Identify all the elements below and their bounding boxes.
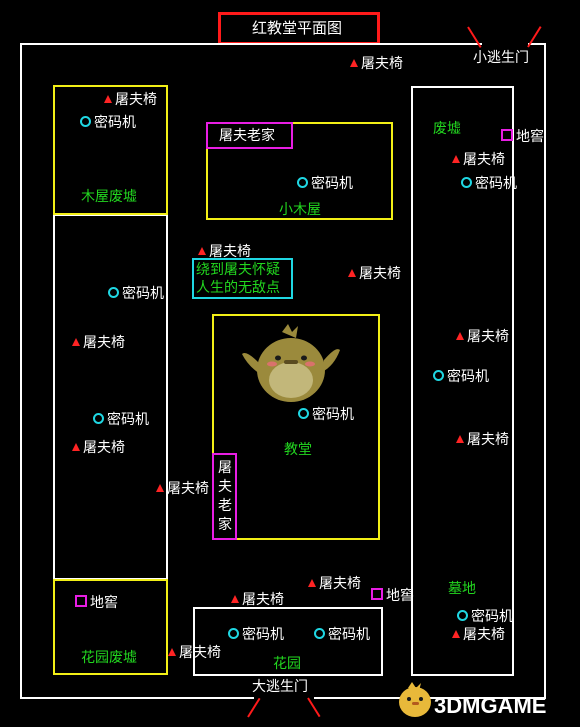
killer-home-char-4: 家 [218,517,232,533]
chair-marker: 屠夫椅 [348,266,401,282]
watermark-text: 3DMGAME [434,693,547,718]
cipher-marker: 密码机 [108,286,164,302]
cipher-marker: 密码机 [314,627,370,643]
chair-marker: 屠夫椅 [456,432,509,448]
killer-home-cabin-label: 屠夫老家 [219,128,275,144]
chair-marker: 屠夫椅 [72,440,125,456]
area-garden-ruins: 花园废墟 [81,650,137,666]
cellar-marker: 地窖 [371,588,414,604]
cipher-marker: 密码机 [433,369,489,385]
chair-icon [198,247,206,255]
mascot-chick-icon [242,324,340,402]
zone-church [212,314,380,540]
killer-home-cabin-box [206,122,293,149]
chair-icon [72,443,80,451]
chair-icon [104,95,112,103]
left-column-wall [53,214,168,580]
cipher-gear-icon [298,408,309,419]
killer-home-char-3: 老 [218,498,232,514]
cipher-gear-icon [228,628,239,639]
chair-icon [350,59,358,67]
small-exit-label: 小逃生门 [473,50,529,66]
chair-icon [156,484,164,492]
cellar-hatch-icon [371,588,383,600]
cipher-gear-icon [108,287,119,298]
killer-home-church-box [212,453,237,540]
cipher-gear-icon [314,628,325,639]
cipher-gear-icon [457,610,468,621]
chair-icon [456,332,464,340]
cellar-marker: 地窖 [75,595,118,611]
chair-marker: 屠夫椅 [452,152,505,168]
cellar-marker: 地窖 [501,129,544,145]
big-exit-label: 大逃生门 [252,679,308,695]
right-column-wall [411,86,514,676]
chair-marker: 屠夫椅 [168,645,221,661]
zone-garden-ruins [53,579,168,675]
cipher-marker: 密码机 [298,407,354,423]
chair-icon [348,269,356,277]
cipher-gear-icon [297,177,308,188]
cipher-marker: 密码机 [461,176,517,192]
cipher-gear-icon [461,177,472,188]
cipher-marker: 密码机 [93,412,149,428]
chair-marker: 屠夫椅 [231,592,284,608]
cipher-gear-icon [93,413,104,424]
chair-icon [452,155,460,163]
chair-icon [168,648,176,656]
area-garden: 花园 [273,656,301,672]
zone-cabin [206,122,393,220]
killer-home-char-2: 夫 [218,479,232,495]
area-cabin: 小木屋 [279,202,321,218]
chair-marker: 屠夫椅 [156,481,209,497]
chair-marker: 屠夫椅 [350,56,403,72]
cipher-marker: 密码机 [228,627,284,643]
chair-icon [308,579,316,587]
chair-icon [231,595,239,603]
chair-marker: 屠夫椅 [198,244,251,260]
cipher-marker: 密码机 [80,115,136,131]
chair-marker: 屠夫椅 [72,335,125,351]
cipher-marker: 密码机 [457,609,513,625]
cipher-gear-icon [80,116,91,127]
cipher-marker: 密码机 [297,176,353,192]
area-ruins: 废墟 [433,121,461,137]
area-wood-ruins: 木屋废墟 [81,189,137,205]
killer-home-char-1: 屠 [218,460,232,476]
chair-marker: 屠夫椅 [456,329,509,345]
chair-icon [456,435,464,443]
cellar-hatch-icon [501,129,513,141]
cipher-gear-icon [433,370,444,381]
area-cemetery: 墓地 [448,581,476,597]
area-church: 教堂 [284,442,312,458]
note-line-2: 人生的无敌点 [196,280,280,296]
zone-garden [193,607,383,676]
cellar-hatch-icon [75,595,87,607]
chair-icon [72,338,80,346]
small-exit-gap [482,41,528,47]
chair-marker: 屠夫椅 [308,576,361,592]
zone-wood-ruins [53,85,168,215]
killer-home-church-label: 屠 夫 老 家 [217,459,233,535]
big-exit-gap [254,695,314,701]
chair-marker: 屠夫椅 [104,92,157,108]
chair-icon [452,630,460,638]
map-title: 红教堂平面图 [252,19,343,37]
note-line-1: 绕到屠夫怀疑 [196,262,280,278]
chair-marker: 屠夫椅 [452,627,505,643]
note-box [192,258,293,299]
watermark-chick-icon [399,682,431,717]
